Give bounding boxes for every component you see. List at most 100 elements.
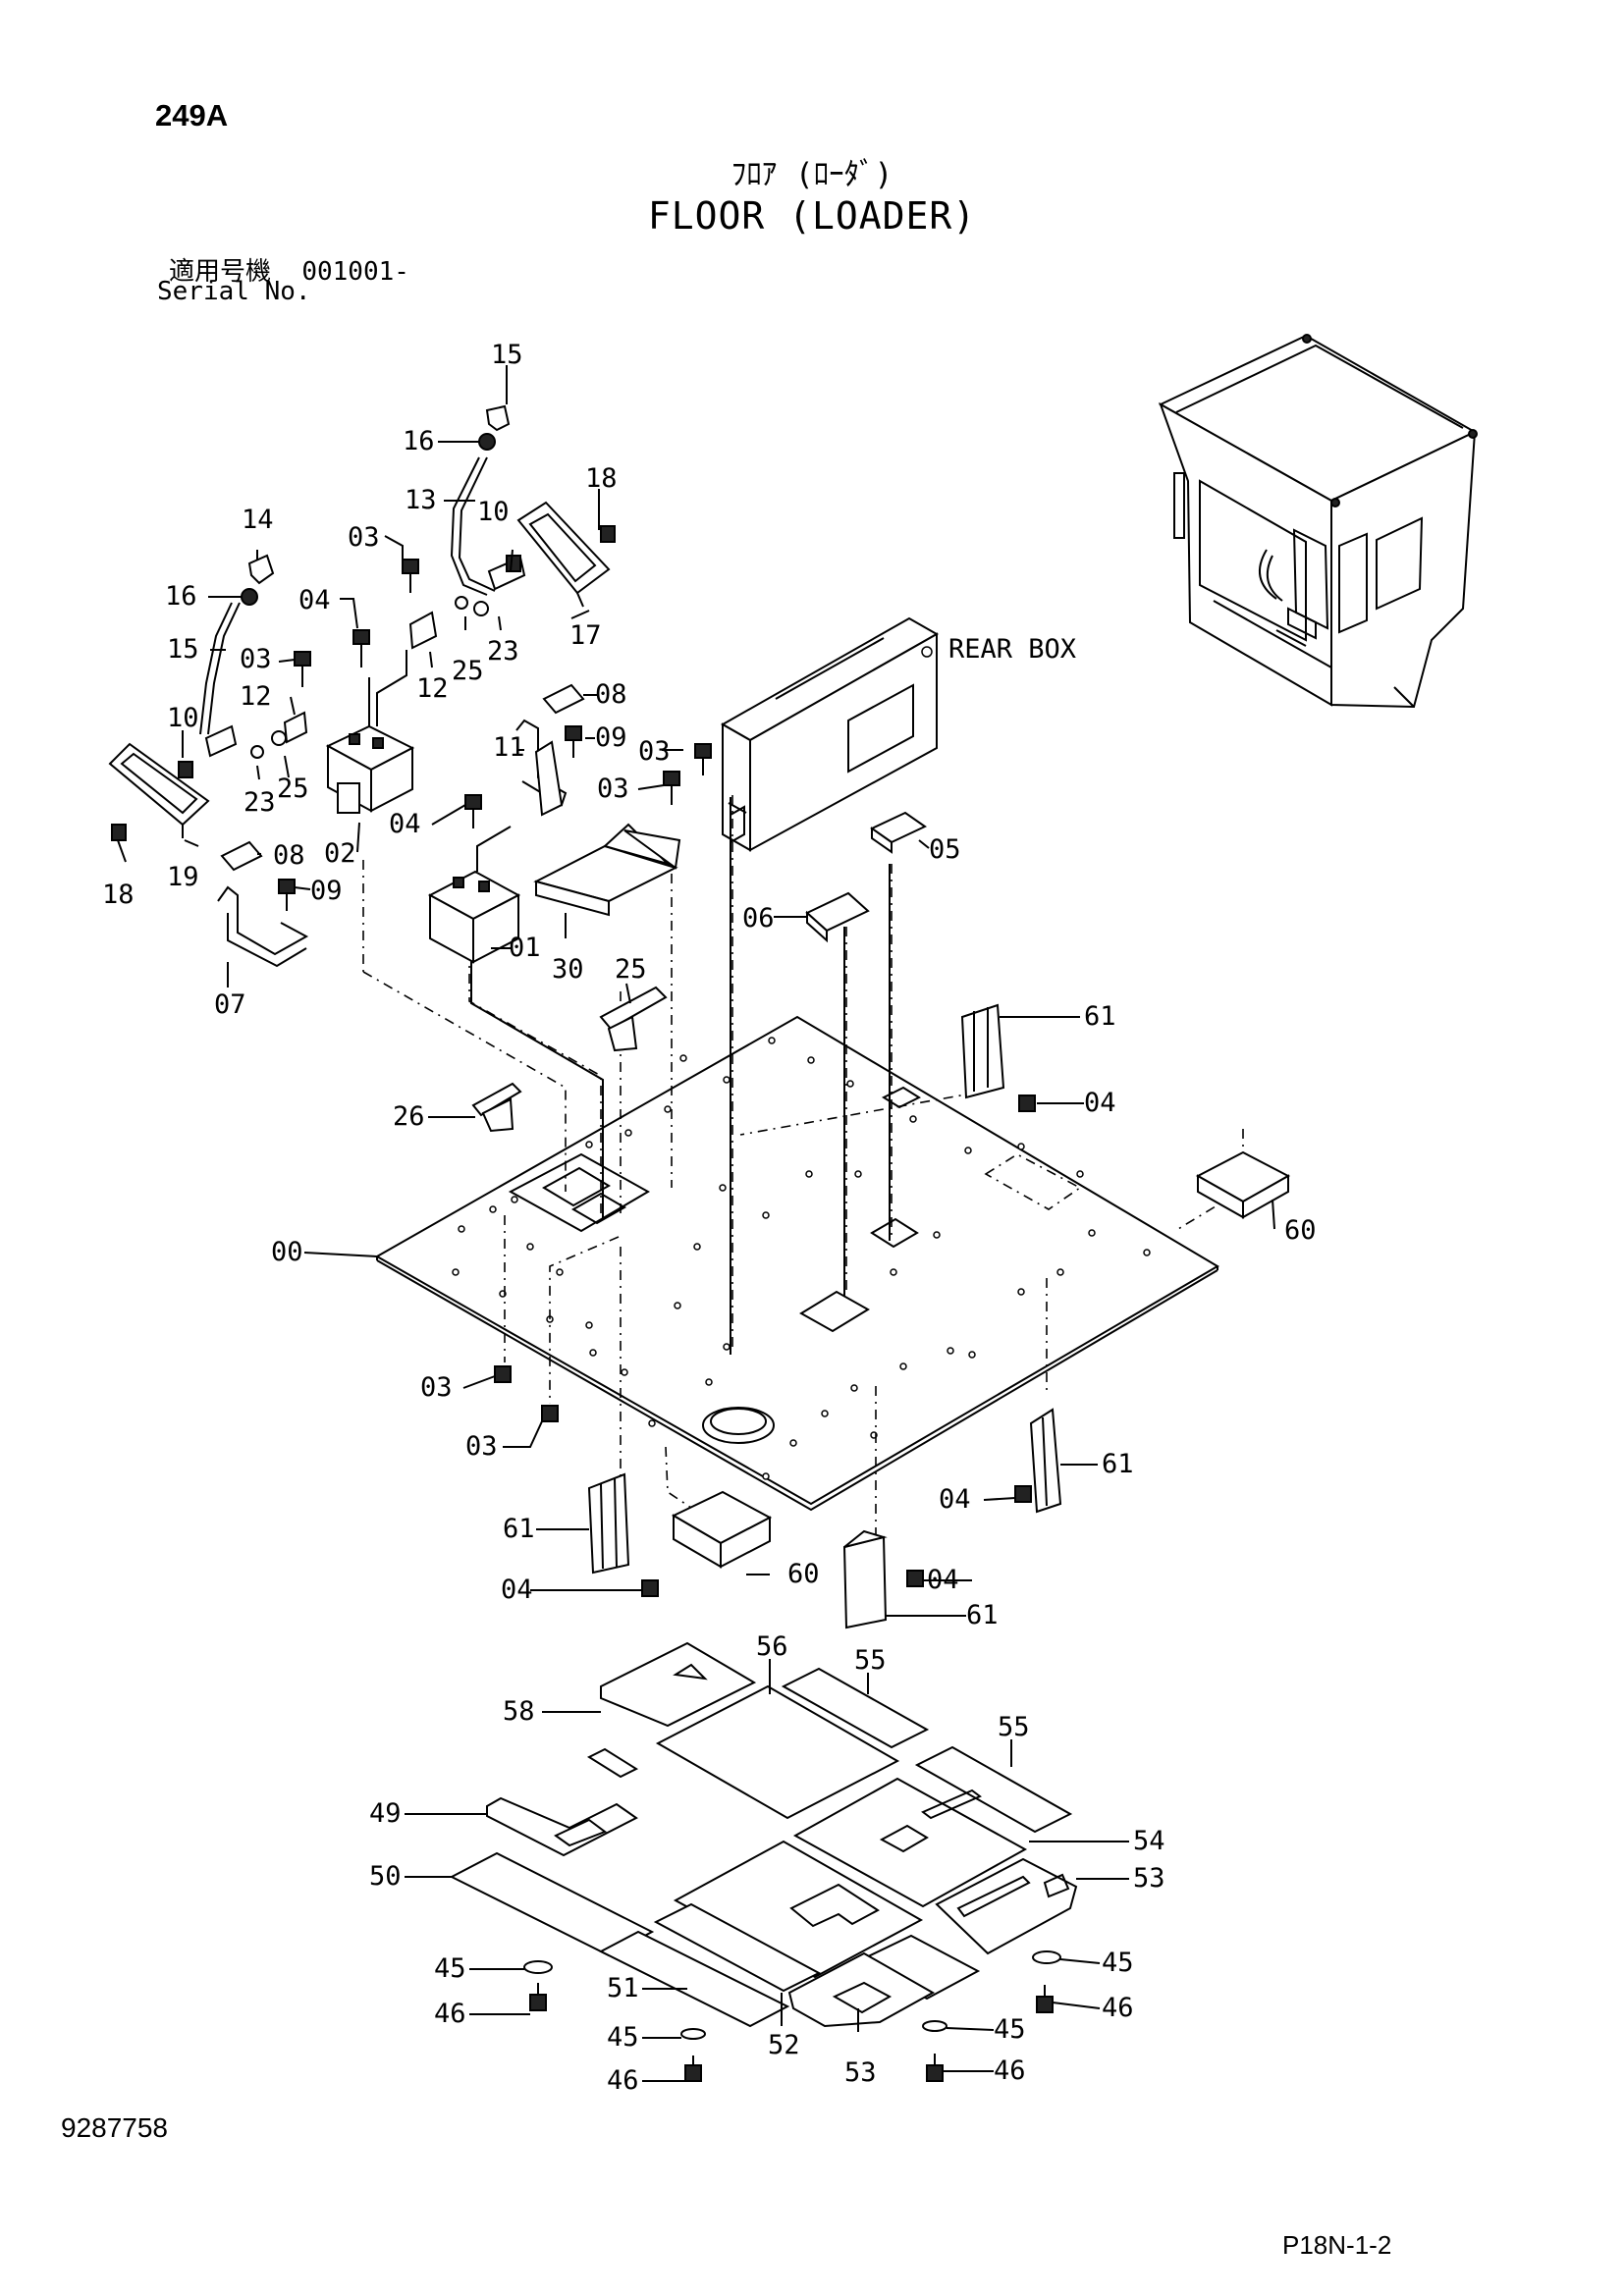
- callout-04-a: 04: [298, 585, 331, 615]
- page-code: 249A: [155, 98, 229, 133]
- callout-45-a: 45: [434, 1953, 466, 1984]
- pedal-26: [471, 1082, 522, 1133]
- callout-03-f: 03: [465, 1431, 498, 1462]
- callout-54: 53: [1133, 1863, 1165, 1894]
- callout-30: 30: [552, 954, 584, 985]
- callout-06: 06: [742, 903, 775, 934]
- pedal-19: [108, 742, 210, 838]
- callout-15: 15: [491, 340, 523, 370]
- pedal-18: [516, 501, 611, 608]
- callout-46-b: 46: [1102, 1993, 1134, 2023]
- callout-08-b: 08: [273, 840, 305, 871]
- callout-23-a: 25: [452, 656, 484, 686]
- callout-61-d: 61: [966, 1600, 999, 1630]
- callout-45-b: 45: [1102, 1948, 1134, 1978]
- lever-rod-14: [199, 602, 241, 758]
- tray-60-center: [671, 1490, 773, 1569]
- callout-61-a: 61: [1084, 1001, 1116, 1032]
- callout-03-d: 03: [597, 774, 629, 804]
- callout-07: 07: [214, 989, 246, 1020]
- callout-60-a: 60: [1284, 1215, 1317, 1246]
- knob-16: [241, 554, 275, 606]
- callout-16: 14: [242, 505, 274, 535]
- leg-61-left: [587, 1472, 630, 1575]
- callout-05: 05: [929, 834, 961, 865]
- callout-57: 56: [756, 1631, 788, 1662]
- callout-14: 15: [167, 634, 199, 665]
- callout-19: 19: [167, 862, 199, 892]
- callout-00: 00: [271, 1237, 303, 1267]
- callout-09-a: 09: [595, 722, 627, 753]
- callout-03-e: 03: [420, 1372, 453, 1403]
- cover-05: [870, 811, 927, 854]
- callout-26: 26: [393, 1101, 425, 1132]
- cab-illustration: [1158, 334, 1478, 709]
- document-number: 9287758: [61, 2112, 169, 2143]
- callout-20-a: 18: [585, 463, 618, 494]
- callout-61-c: 61: [503, 1514, 535, 1544]
- callout-56-b: 55: [998, 1712, 1030, 1742]
- callout-53: 53: [844, 2057, 877, 2088]
- callout-04-e: 04: [501, 1575, 533, 1605]
- knob-15: [478, 404, 511, 451]
- callout-04-c: 04: [1084, 1088, 1116, 1118]
- serial-value: 001001-: [301, 257, 409, 287]
- callout-21-a: 23: [487, 636, 519, 667]
- callout-numbers: 15 16 13 10 18 03 14 16 04 23 25 12 17 1…: [102, 340, 1317, 2096]
- callout-56-a: 55: [854, 1645, 887, 1676]
- callout-58: 58: [503, 1696, 535, 1727]
- callout-46-a: 46: [434, 1999, 466, 2029]
- callout-52: 52: [768, 2030, 800, 2060]
- callout-50: 50: [369, 1861, 402, 1892]
- serial-label-jp-text: 適用号機: [169, 257, 272, 287]
- bracket-12: [283, 611, 438, 744]
- rear-box: [720, 616, 940, 852]
- callout-51: 51: [607, 1973, 639, 2003]
- callout-60-b: 60: [787, 1559, 820, 1589]
- callout-46-c: 46: [607, 2065, 639, 2096]
- callout-03-c: 03: [638, 736, 671, 767]
- serial-label-english: Serial No.: [157, 277, 311, 306]
- callout-49: 49: [369, 1798, 402, 1829]
- callout-45-c: 45: [607, 2022, 639, 2053]
- callout-17-b: 16: [165, 581, 197, 612]
- callout-12-a: 12: [416, 673, 449, 704]
- callout-17-a: 16: [403, 426, 435, 456]
- cover-30: [533, 823, 681, 917]
- callout-20-b: 18: [102, 880, 135, 910]
- callout-09-b: 09: [310, 876, 343, 906]
- callout-46-d: 46: [994, 2056, 1026, 2086]
- page-reference: P18N-1-2: [1282, 2230, 1392, 2260]
- fasteners: [523, 1950, 1061, 2082]
- callout-01: 01: [509, 933, 541, 963]
- pedal-valve-01: [427, 826, 521, 964]
- callout-03-b: 03: [240, 644, 272, 674]
- callout-04-d: 04: [939, 1484, 971, 1515]
- pedal-25: [599, 986, 668, 1052]
- pad-08: [220, 683, 585, 872]
- callout-23-b: 25: [277, 774, 309, 804]
- bolts: [111, 525, 1036, 1597]
- callout-12-b: 12: [240, 681, 272, 712]
- callout-55: 54: [1133, 1826, 1165, 1856]
- leg-61-front: [842, 1529, 888, 1629]
- callout-04-b: 04: [389, 809, 421, 839]
- tray-60-right: [1195, 1150, 1291, 1219]
- callout-18: 17: [569, 620, 602, 651]
- callout-04-f: 04: [927, 1565, 959, 1595]
- label-rear-box: REAR BOX: [948, 634, 1076, 665]
- callout-10-b: 10: [167, 703, 199, 733]
- leg-61-right: [1029, 1408, 1062, 1514]
- callout-21-b: 23: [244, 787, 276, 818]
- leader-lines: [117, 365, 1275, 2082]
- callout-11: 11: [493, 732, 525, 763]
- mount-07: [217, 885, 309, 968]
- serial-label-japanese: 適用号機 001001-: [169, 251, 409, 288]
- callout-45-d: 45: [994, 2014, 1026, 2045]
- title-japanese: ﾌﾛｱ (ﾛｰﾀﾞ): [731, 157, 893, 192]
- callout-02: 02: [324, 838, 356, 869]
- callout-25: 25: [615, 954, 647, 985]
- floor-plate: [374, 1015, 1219, 1512]
- callout-03-a: 03: [348, 522, 380, 553]
